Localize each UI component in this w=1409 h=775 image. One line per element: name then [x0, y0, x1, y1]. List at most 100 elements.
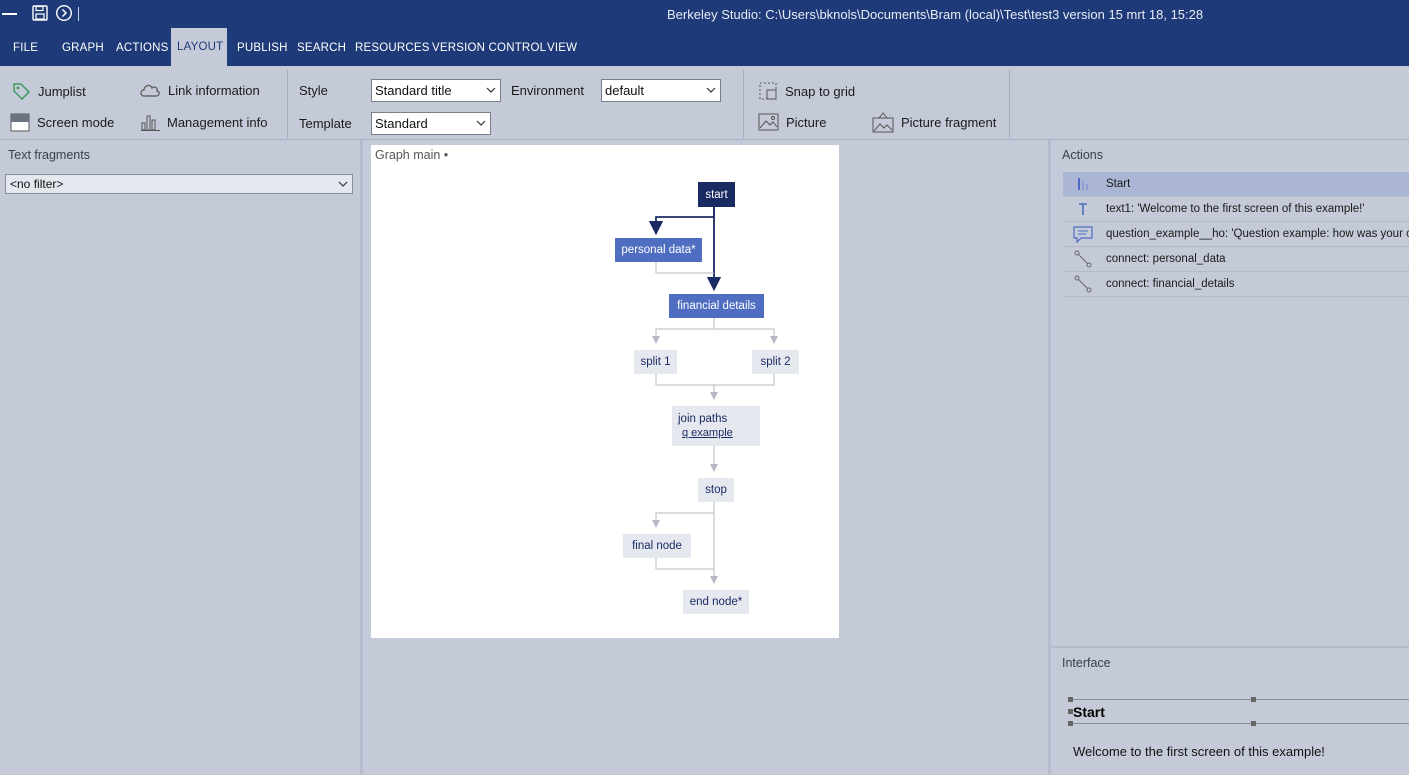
action-item-label: connect: personal_data — [1106, 253, 1226, 265]
filter-select-value: <no filter> — [10, 177, 64, 191]
style-label: Style — [299, 83, 328, 98]
link-information-button[interactable]: Link information — [139, 82, 260, 98]
menu-bar: FILE GRAPH ACTIONS LAYOUT PUBLISH SEARCH… — [0, 28, 1409, 66]
action-item-connect-personal-data[interactable]: connect: personal_data — [1063, 247, 1409, 272]
resize-handle[interactable] — [1068, 697, 1073, 702]
jumplist-button[interactable]: Jumplist — [12, 82, 86, 100]
tag-icon — [13, 83, 31, 100]
menu-actions[interactable]: ACTIONS — [116, 42, 169, 54]
window-title: Berkeley Studio: C:\Users\bknols\Documen… — [667, 7, 1204, 22]
cloud-icon — [140, 84, 160, 97]
bar-chart-icon — [141, 115, 160, 131]
action-item-start[interactable]: Start — [1063, 172, 1409, 197]
action-item-label: text1: 'Welcome to the first screen of t… — [1106, 203, 1365, 215]
picture-label: Picture — [786, 114, 827, 130]
ribbon-separator — [1009, 70, 1010, 138]
menu-graph[interactable]: GRAPH — [62, 42, 104, 54]
actions-title: Actions — [1062, 148, 1103, 162]
q-example-link[interactable]: q example — [682, 427, 733, 439]
screen-mode-icon — [10, 113, 30, 132]
node-personal-data[interactable]: personal data* — [615, 238, 702, 262]
jumplist-label: Jumplist — [38, 83, 86, 99]
app-menu-icon[interactable] — [2, 12, 18, 16]
snap-to-grid-label: Snap to grid — [785, 83, 856, 99]
question-icon — [1073, 225, 1093, 243]
environment-select-value: default — [605, 83, 645, 98]
title-bar: Berkeley Studio: C:\Users\bknols\Documen… — [0, 0, 1409, 30]
screen-mode-button[interactable]: Screen mode — [10, 113, 114, 132]
snap-grid-icon — [759, 82, 777, 100]
chevron-down-icon — [338, 181, 348, 187]
action-item-text1[interactable]: text1: 'Welcome to the first screen of t… — [1063, 197, 1409, 222]
node-end-node[interactable]: end node* — [683, 590, 749, 614]
node-split-1[interactable]: split 1 — [634, 350, 677, 374]
graph-connections — [648, 207, 778, 584]
graph-canvas[interactable]: Graph main • start personal data* financ… — [371, 145, 839, 638]
menu-resources[interactable]: RESOURCES — [355, 42, 430, 54]
template-select-value: Standard — [375, 116, 428, 131]
resize-handle[interactable] — [1068, 709, 1073, 714]
screen-mode-label: Screen mode — [37, 115, 115, 130]
resize-handle[interactable] — [1251, 697, 1256, 702]
chevron-down-icon — [476, 120, 486, 126]
node-start[interactable]: start — [698, 182, 735, 207]
node-join-paths[interactable]: join paths q example — [672, 406, 760, 446]
menu-view[interactable]: VIEW — [547, 42, 578, 54]
action-item-question-example[interactable]: question_example__ho: 'Question example:… — [1063, 222, 1409, 247]
actions-panel — [1051, 140, 1409, 775]
action-item-label: question_example__ho: 'Question example:… — [1106, 228, 1409, 240]
graph-title: Graph main • — [375, 148, 449, 162]
template-select[interactable]: Standard — [371, 112, 491, 135]
filter-select[interactable]: <no filter> — [5, 174, 353, 194]
panel-splitter[interactable] — [1048, 140, 1051, 775]
node-stop[interactable]: stop — [698, 478, 734, 502]
text-icon — [1079, 203, 1087, 215]
interface-title: Interface — [1062, 656, 1111, 670]
node-split-2[interactable]: split 2 — [752, 350, 799, 374]
text-fragments-panel — [0, 140, 360, 775]
resize-handle[interactable] — [1251, 721, 1256, 726]
menu-search[interactable]: SEARCH — [297, 42, 347, 54]
interface-text: Welcome to the first screen of this exam… — [1073, 744, 1325, 759]
ribbon: Jumplist Link information Screen mode Ma… — [0, 66, 1409, 140]
connect-icon — [1074, 275, 1092, 293]
connect-icon — [1074, 250, 1092, 268]
node-financial-details[interactable]: financial details — [669, 294, 764, 318]
style-select[interactable]: Standard title — [371, 79, 501, 102]
menu-version-control[interactable]: VERSION CONTROL — [432, 42, 547, 54]
snap-to-grid-button[interactable]: Snap to grid — [758, 81, 855, 101]
management-info-button[interactable]: Management info — [141, 114, 267, 131]
picture-button[interactable]: Picture — [758, 113, 826, 131]
menu-publish[interactable]: PUBLISH — [237, 42, 288, 54]
node-final-node[interactable]: final node — [623, 534, 691, 558]
text-fragments-title: Text fragments — [8, 148, 90, 162]
panel-splitter[interactable] — [1051, 646, 1409, 648]
action-item-label: Start — [1106, 178, 1131, 190]
panel-splitter[interactable] — [360, 140, 363, 775]
menu-file[interactable]: FILE — [13, 42, 39, 54]
ribbon-separator — [743, 70, 744, 138]
node-join-paths-label: join paths — [678, 413, 728, 425]
save-icon[interactable] — [31, 4, 49, 22]
chevron-down-icon — [706, 87, 716, 93]
interface-heading: Start — [1073, 704, 1105, 720]
picture-fragment-button[interactable]: Picture fragment — [872, 112, 996, 133]
action-item-label: connect: financial_details — [1106, 278, 1235, 290]
run-icon[interactable] — [55, 4, 73, 22]
picture-icon — [758, 113, 779, 131]
environment-select[interactable]: default — [601, 79, 721, 102]
template-label: Template — [299, 116, 352, 131]
menu-layout[interactable]: LAYOUT — [171, 28, 227, 66]
management-info-label: Management info — [167, 115, 268, 130]
environment-label: Environment — [511, 83, 584, 98]
picture-fragment-icon — [872, 112, 894, 133]
ribbon-separator — [287, 70, 288, 138]
interface-heading-box[interactable] — [1070, 699, 1409, 724]
chevron-down-icon — [486, 87, 496, 93]
action-item-connect-financial-details[interactable]: connect: financial_details — [1063, 272, 1409, 297]
picture-fragment-label: Picture fragment — [901, 115, 997, 130]
resize-handle[interactable] — [1068, 721, 1073, 726]
style-select-value: Standard title — [375, 83, 452, 98]
link-information-label: Link information — [168, 82, 260, 98]
start-icon — [1078, 178, 1088, 190]
